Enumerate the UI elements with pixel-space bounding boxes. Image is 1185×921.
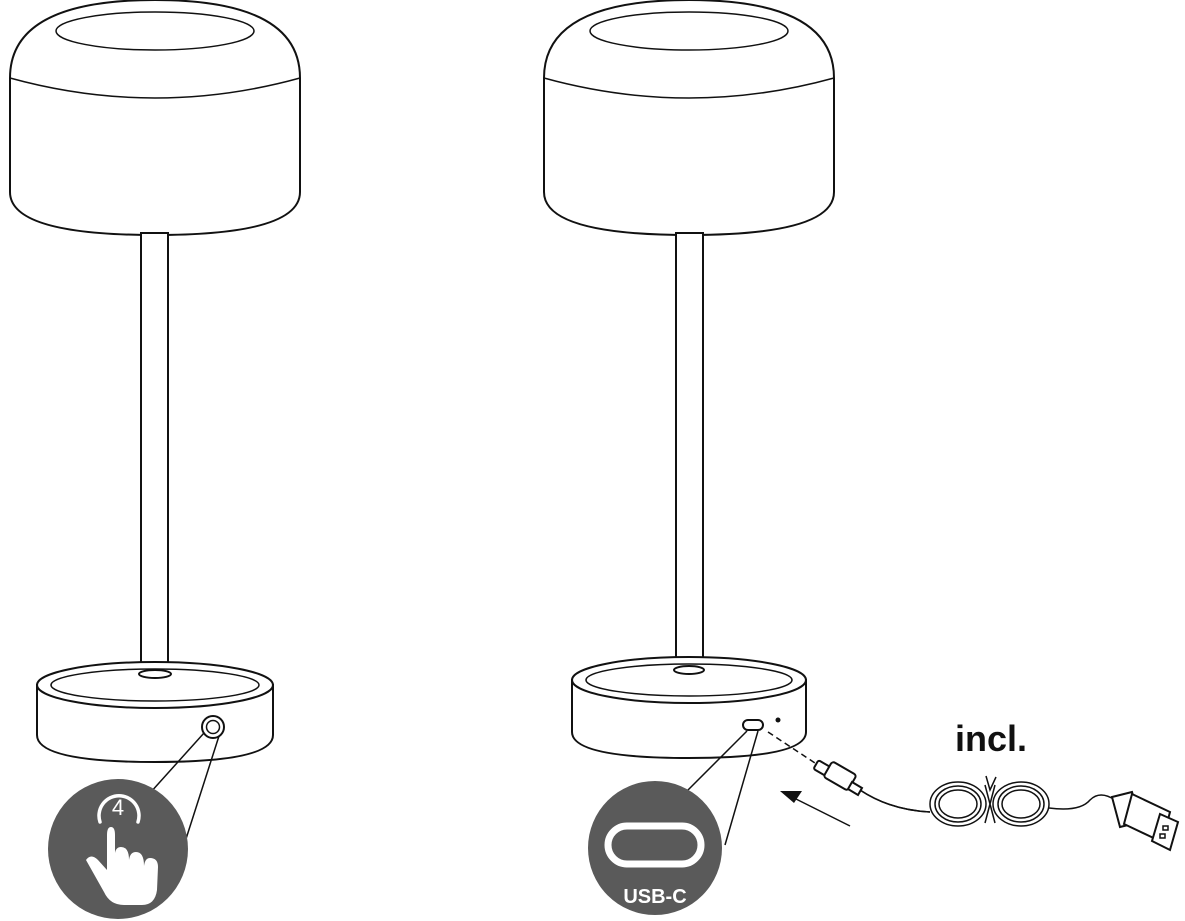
- usb-a-plug: [1110, 790, 1180, 852]
- touch-callout-line: [149, 732, 205, 794]
- usb-c-port-icon: [604, 822, 705, 868]
- touch-callout-line: [184, 735, 220, 843]
- usb-callout-line: [724, 730, 759, 846]
- lamp-left: 4: [9, 0, 301, 919]
- usb-cable-icon: [859, 789, 931, 813]
- touch-badge: 4: [48, 779, 188, 919]
- touch-count-label: 4: [112, 795, 124, 820]
- cable-included-label: incl.: [955, 718, 1027, 759]
- usb-c-port: [742, 717, 781, 731]
- lamp-right: USB-C: [543, 0, 835, 915]
- arrow-icon: [780, 791, 851, 827]
- indicator-dot: [775, 717, 781, 723]
- usb-callout-line: [677, 730, 748, 801]
- lamp-left-shade: [9, 0, 301, 237]
- lamp-right-shade: [543, 0, 835, 237]
- usb-cable: [767, 731, 1180, 852]
- touch-button: [201, 715, 225, 739]
- lamp-left-stem: [140, 232, 169, 674]
- lamp-left-base: [36, 661, 274, 764]
- cable-coil: [929, 775, 1050, 827]
- usb-c-badge: USB-C: [588, 781, 722, 915]
- lamp-right-stem: [675, 232, 704, 674]
- lamp-right-base: [571, 656, 807, 760]
- usb-c-plug: [813, 759, 864, 797]
- usb-c-label: USB-C: [623, 886, 686, 908]
- touch-hand-icon: [86, 794, 158, 905]
